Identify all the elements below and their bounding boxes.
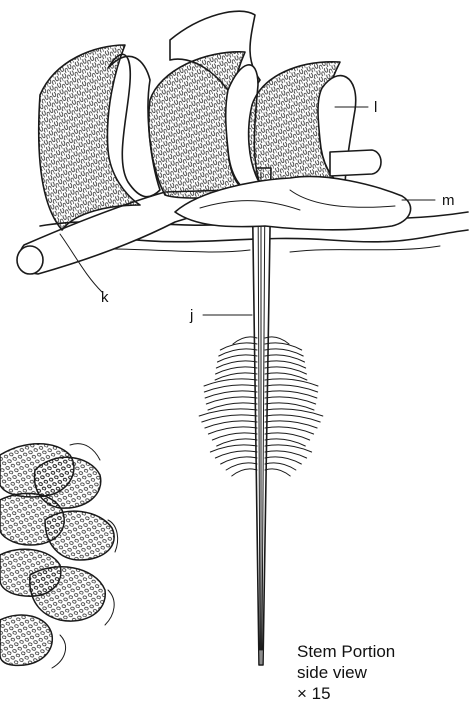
main-root — [252, 168, 271, 665]
label-j: j — [189, 307, 193, 324]
root-hair — [232, 469, 257, 476]
label-m: m — [442, 192, 455, 209]
caption-line-2: side view — [297, 662, 395, 683]
caption: Stem Portion side view × 15 — [297, 641, 395, 704]
caption-line-1: Stem Portion — [297, 641, 395, 662]
label-l: l — [374, 99, 377, 116]
leaf-right-l — [249, 62, 381, 192]
root-hair — [265, 469, 290, 476]
lower-left-plant-cluster — [0, 444, 118, 668]
leaf-center — [149, 52, 262, 198]
label-k: k — [101, 289, 109, 306]
caption-line-3: × 15 — [297, 683, 395, 704]
